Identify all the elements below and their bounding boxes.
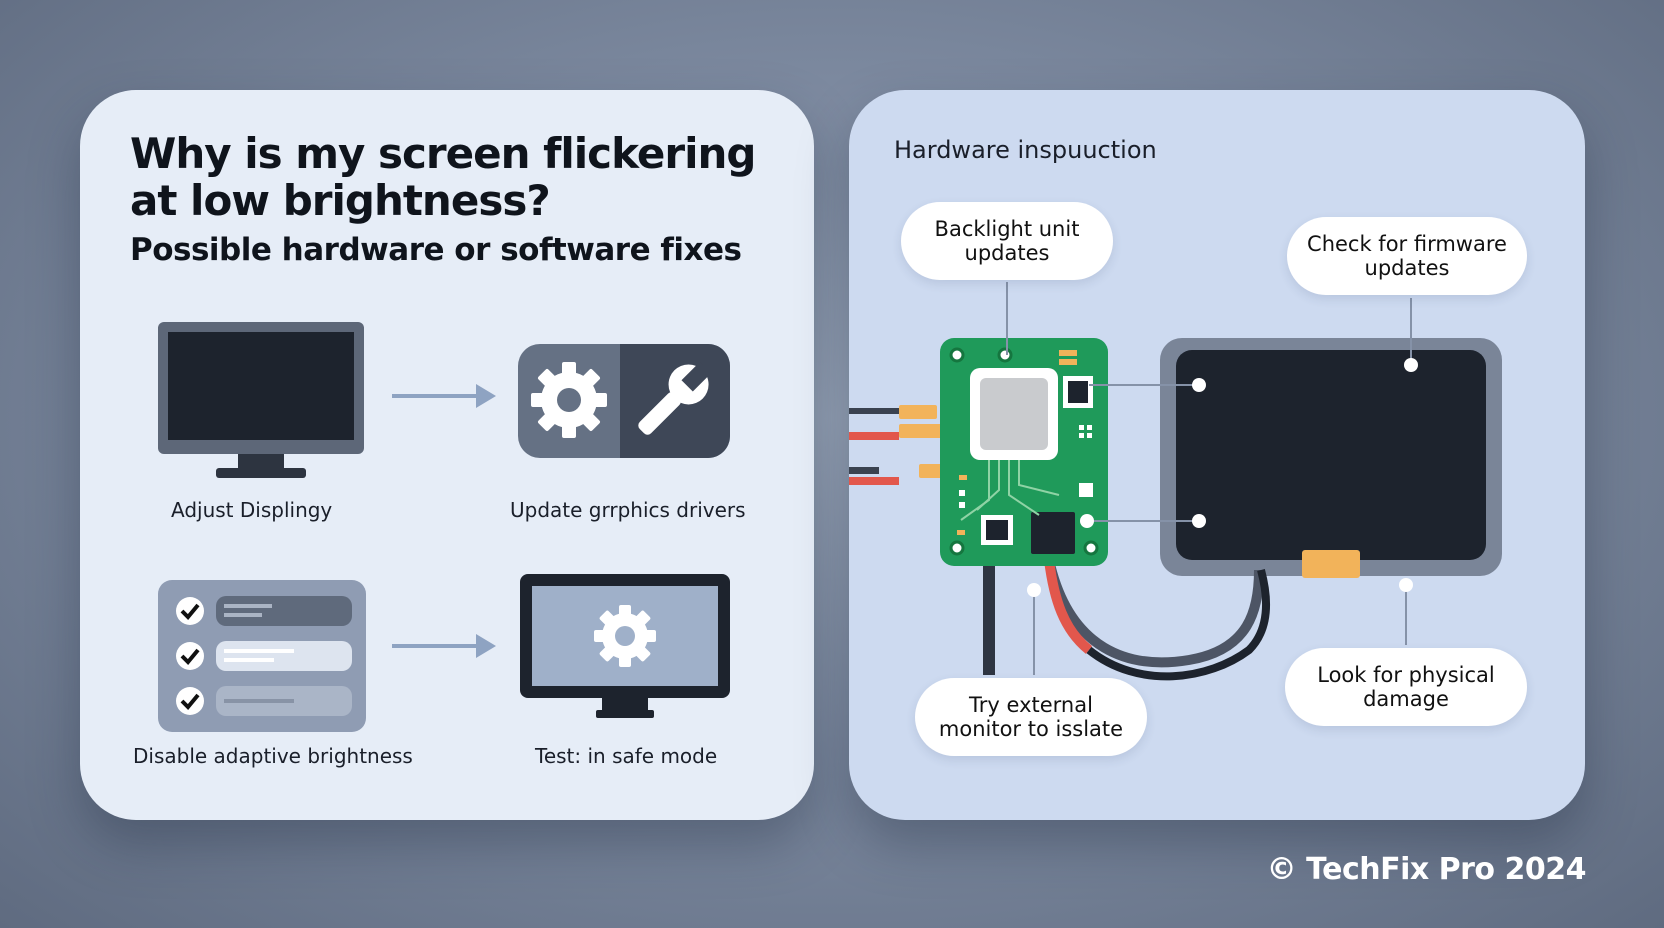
step-caption-update-drivers: Update grrphics drivers [510,498,746,522]
copyright-text: © TechFix Pro 2024 [1266,852,1587,887]
step-caption-disable-adaptive: Disable adaptive brightness [133,744,413,768]
step-caption-adjust-display: Adjust Displingy [171,498,333,522]
monitor-gear-icon [520,574,730,718]
software-fixes-panel: Why is my screen flickering at low brigh… [80,90,814,820]
hardware-section-title: Hardware inspuuction [894,136,1157,164]
leader-lines [1006,282,1412,675]
checklist-icon [158,580,366,732]
page-title: Why is my screen flickering at low brigh… [130,129,756,225]
hardware-diagram [849,282,1502,681]
display-panel [1160,338,1502,578]
callout-points [1027,358,1418,597]
arrow-right-icon [392,634,496,658]
input-wires [849,405,949,485]
gear-wrench-icon [518,344,730,458]
arrow-right-icon [392,384,496,408]
step-caption-safe-mode: Test: in safe mode [535,744,718,768]
page-subtitle: Possible hardware or software fixes [130,232,742,268]
hardware-inspection-panel: Hardware inspuuction [849,90,1585,820]
circuit-board [940,338,1108,566]
monitor-icon [158,322,364,478]
